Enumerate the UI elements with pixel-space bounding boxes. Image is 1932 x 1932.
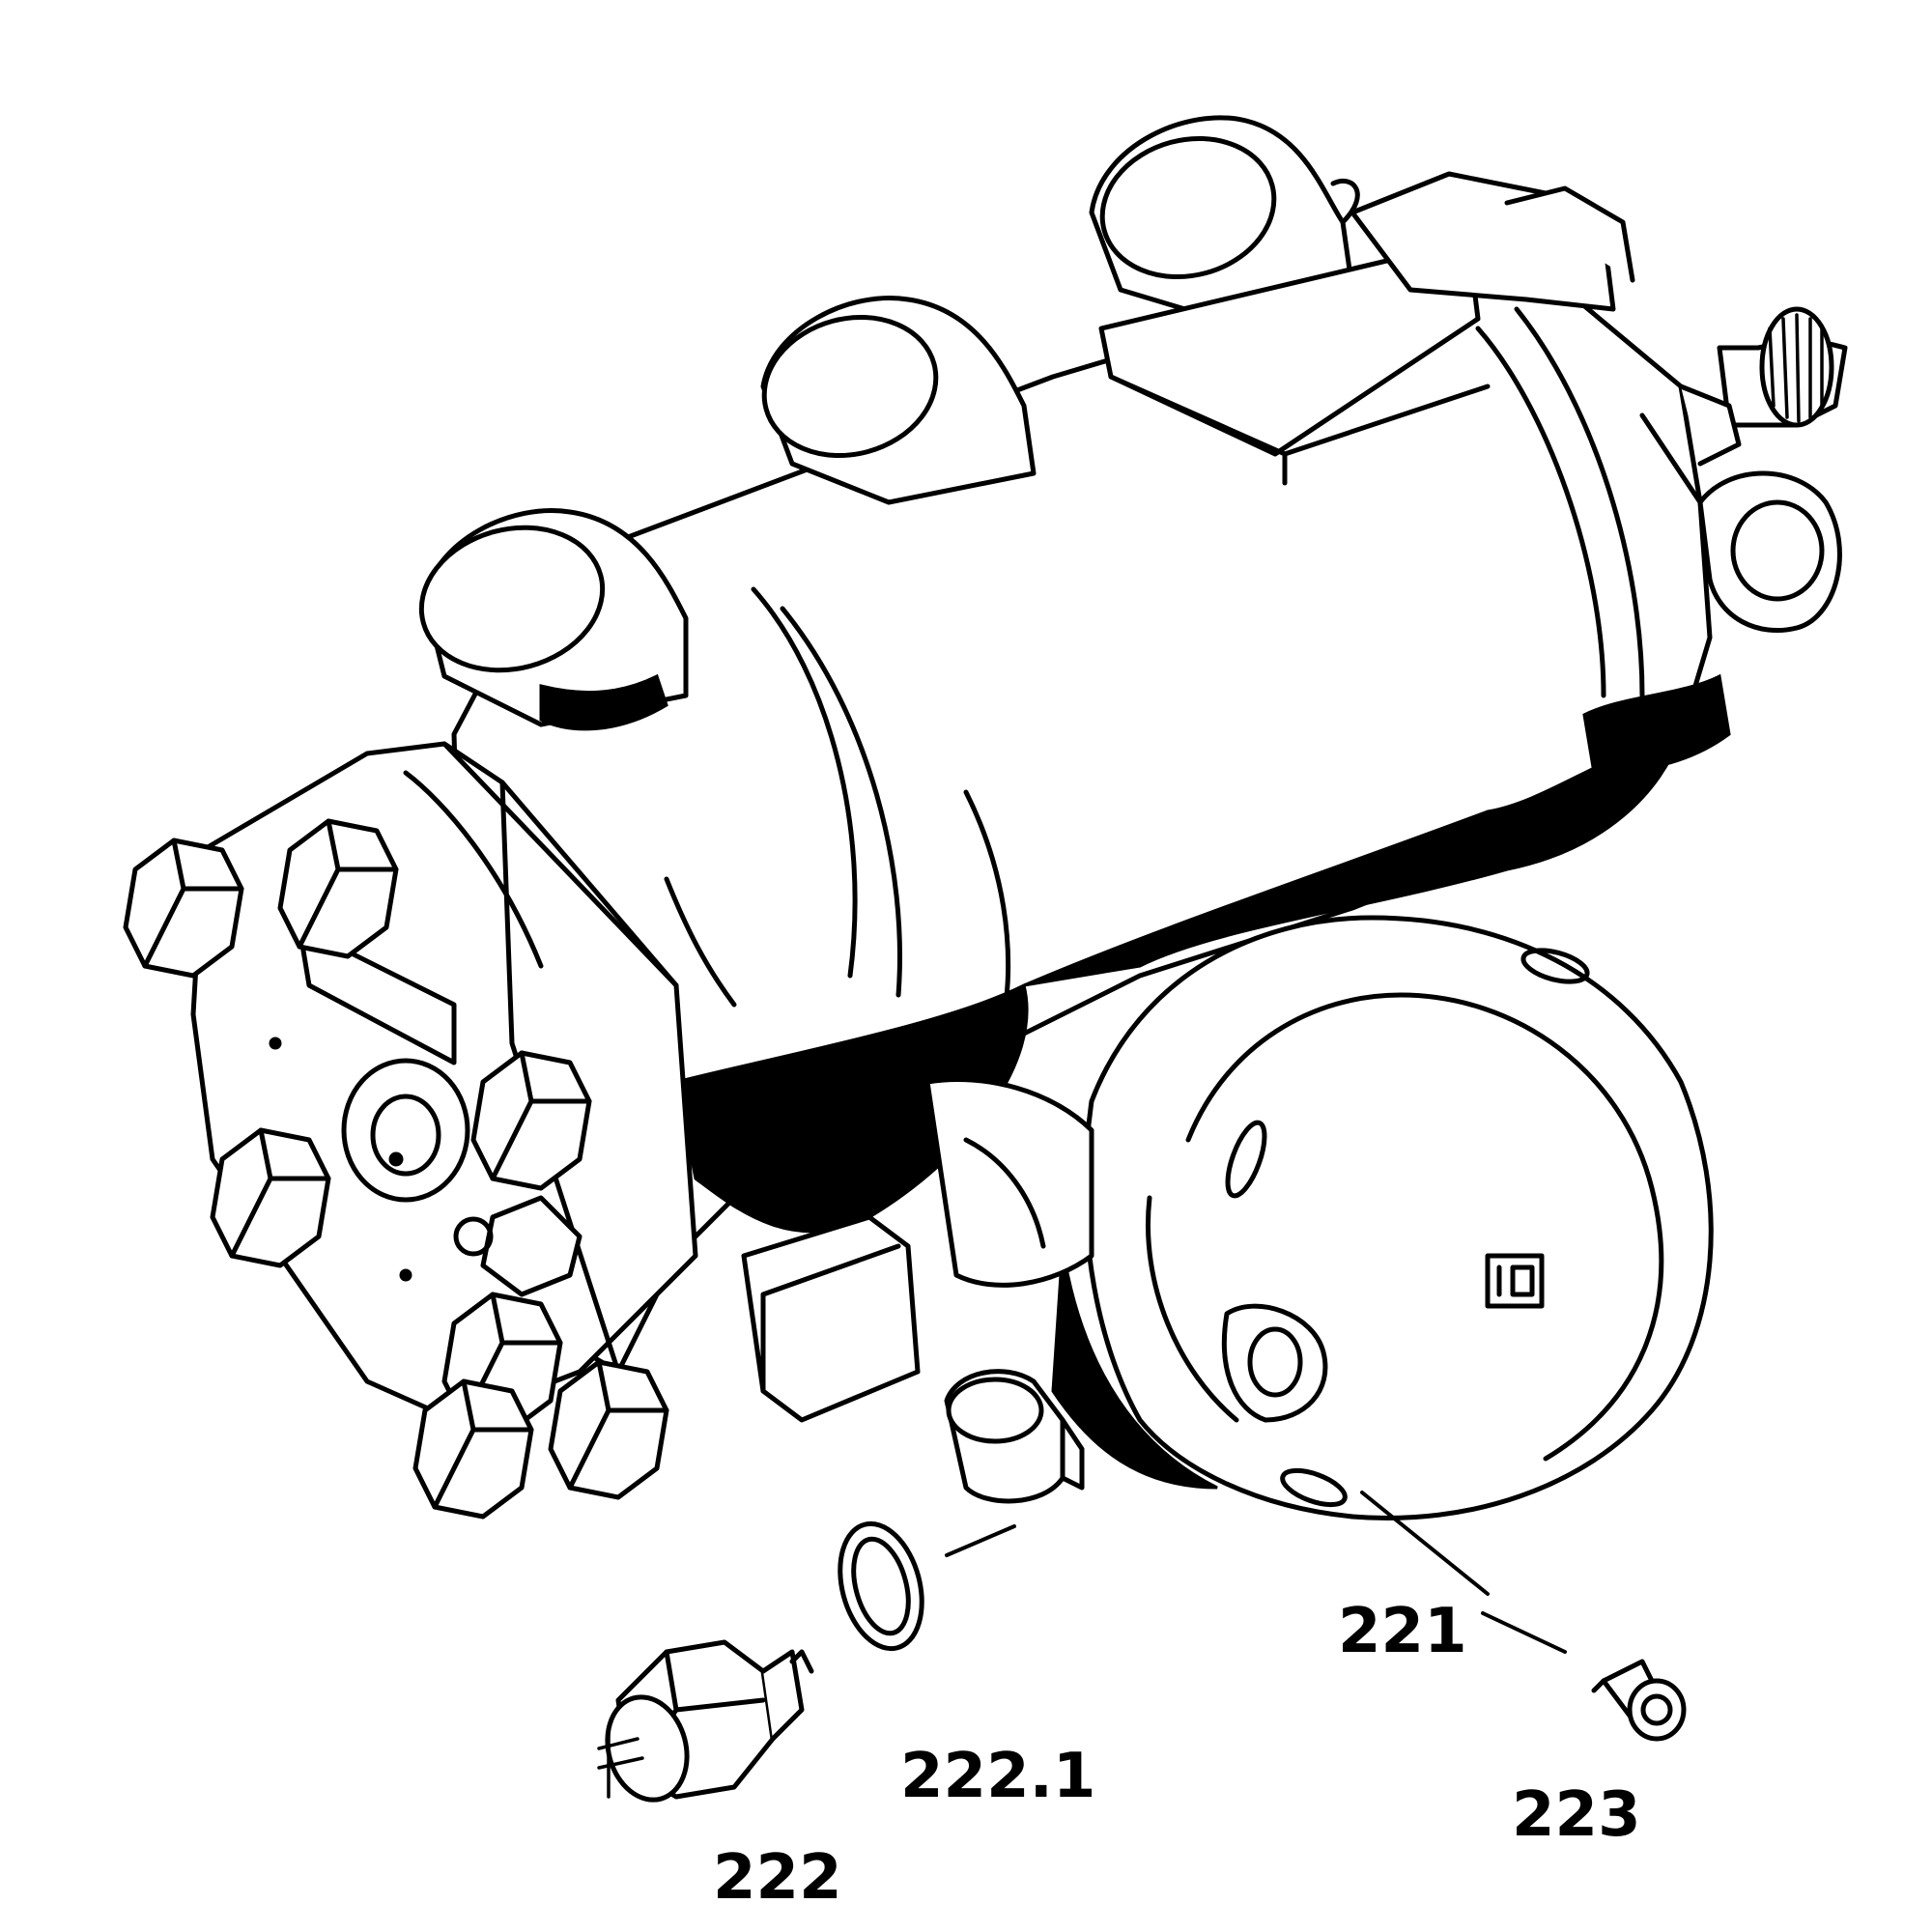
hex-bolt-icon [277, 818, 399, 959]
hex-bolt-icon [548, 1359, 669, 1500]
hex-bolt-icon [123, 838, 244, 979]
hex-bolt-icon [412, 1378, 534, 1520]
leader-line [1481, 1611, 1567, 1654]
socket-head-screw [1591, 1659, 1687, 1742]
callout-223: 223 [1512, 1779, 1641, 1851]
cover-slot [1280, 1467, 1348, 1508]
sector-cover [924, 915, 1714, 1521]
trademark-emblem [1485, 1253, 1545, 1309]
small-screw-icon [453, 1195, 582, 1297]
flange-bolts [123, 818, 669, 1520]
cylinder-boss-front [418, 508, 689, 731]
switch-boss [944, 1369, 1085, 1504]
cover-slot [1520, 948, 1590, 984]
input-shaft [1678, 306, 1848, 467]
top-bridge-block [1098, 171, 1635, 486]
hex-bolt-icon [470, 1050, 592, 1191]
steering-gear-housing [451, 239, 1731, 1375]
pressure-switch [597, 1639, 814, 1803]
leader-line [1360, 1491, 1490, 1596]
valve-port [341, 1058, 470, 1203]
leader-line [945, 1524, 1016, 1557]
cylinder-boss-rear [1089, 115, 1360, 322]
callout-221: 221 [1338, 1596, 1467, 1667]
callout-222: 222 [713, 1842, 842, 1914]
mounting-eye [1639, 412, 1842, 634]
sealing-ring [838, 1520, 924, 1652]
callout-222-1: 222.1 [900, 1741, 1095, 1812]
cover-slot [1225, 1120, 1267, 1199]
name-plate [297, 924, 457, 1065]
hex-bolt-icon [210, 1127, 331, 1268]
cylinder-boss-middle [760, 296, 1037, 505]
lower-bracket [741, 1214, 921, 1423]
cover-screw-hole [1247, 1326, 1303, 1398]
